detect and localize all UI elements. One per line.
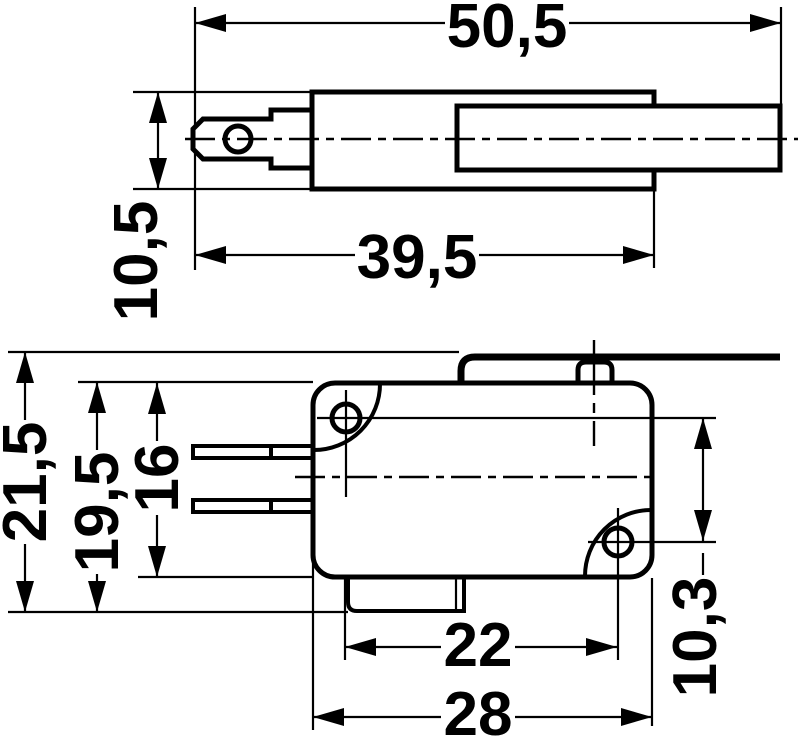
- dim-label-terminal-height-group: 19,5: [63, 450, 132, 574]
- dim-label-body-height-bottom: 16: [123, 444, 192, 513]
- arrowhead: [16, 352, 34, 383]
- mounting-boss-arc: [313, 383, 382, 452]
- dim-label-total-height-group: 21,5: [0, 420, 60, 544]
- dim-label-hole-spacing: 10,3: [661, 577, 730, 698]
- arrowhead: [345, 638, 376, 656]
- arrowhead: [149, 92, 167, 123]
- arrowhead: [750, 14, 781, 32]
- label-mask: [441, 691, 515, 737]
- arrowhead: [586, 638, 617, 656]
- dim-label-terminal-height: 19,5: [63, 452, 132, 573]
- terminal-prong: [191, 444, 315, 460]
- label-mask: [74, 450, 120, 574]
- label-mask: [672, 575, 718, 699]
- label-mask: [445, 3, 569, 49]
- arrowhead: [88, 581, 106, 612]
- arrowhead: [621, 708, 652, 726]
- dim-label-hole-spacing-group: 10,3: [661, 575, 730, 699]
- label-mask: [2, 420, 48, 544]
- bent-terminal: [346, 578, 466, 613]
- terminal-prong: [191, 498, 315, 514]
- dim-label-body-length: 39,5: [357, 223, 478, 292]
- arrowhead: [149, 158, 167, 189]
- dim-label-total-height: 21,5: [0, 422, 60, 543]
- arrowhead: [148, 383, 166, 414]
- dim-label-body-height-group: 10,5: [102, 199, 171, 323]
- label-mask: [355, 234, 479, 280]
- dim-label-body-height-bottom-group: 16: [123, 441, 192, 515]
- arrowhead: [694, 510, 712, 541]
- arrowhead: [148, 546, 166, 577]
- arrowhead: [694, 418, 712, 449]
- dim-label-body-height: 10,5: [102, 201, 171, 322]
- dimension-body-height: [149, 92, 167, 189]
- arrowhead: [195, 14, 226, 32]
- arrowhead: [313, 708, 344, 726]
- dimension-labels: 50,5 39,5 10,5 21,5 19,5 16 10,3 22 28: [0, 0, 730, 738]
- dim-label-terminal-to-hole: 22: [444, 611, 513, 680]
- dim-label-body-width: 28: [444, 680, 513, 738]
- dim-label-overall-length: 50,5: [447, 0, 568, 61]
- arrowhead: [16, 581, 34, 612]
- arrowhead: [88, 382, 106, 413]
- label-mask: [441, 622, 515, 668]
- mounting-boss-arc: [583, 508, 652, 577]
- arrowhead: [195, 246, 226, 264]
- side-view: [133, 7, 798, 270]
- label-mask: [134, 441, 180, 515]
- dimension-hole-spacing: [694, 418, 712, 575]
- switch-body-bottom: [310, 380, 655, 580]
- arrowhead: [623, 246, 654, 264]
- label-mask: [113, 199, 159, 323]
- lever-arm: [457, 353, 780, 381]
